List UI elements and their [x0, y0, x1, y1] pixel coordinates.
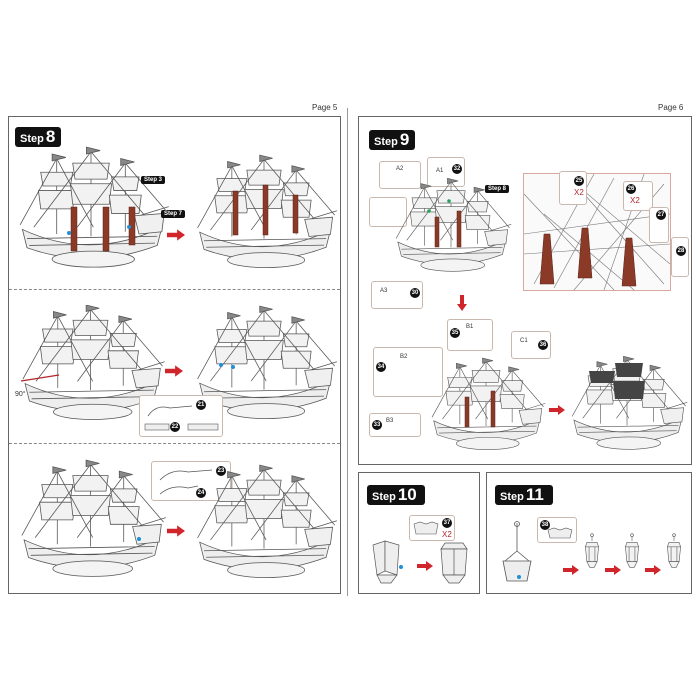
page-number-right: Page 6 — [658, 103, 684, 112]
ship-illustration-after — [197, 305, 338, 419]
lantern-top-icon — [547, 527, 573, 539]
ship-illustration-before — [395, 177, 512, 272]
part-number: 32 — [452, 164, 462, 174]
mast-part: 27 — [649, 207, 669, 243]
sail-code: A1 — [436, 168, 444, 174]
arrow-right-icon — [167, 229, 185, 241]
step-number: 9 — [399, 130, 410, 149]
step-word: Step — [500, 491, 524, 503]
ship-illustration-before — [19, 146, 170, 268]
ship-illustration-before — [20, 305, 166, 420]
step9-panel: Step 9 31 A2 A1 32 29 A3 30 Step 8 — [358, 116, 692, 465]
mast-part: 28 — [671, 237, 689, 277]
part-shape-icon — [144, 423, 219, 431]
sail-part-b1: 35 B1 — [447, 319, 493, 351]
sail-code: A2 — [396, 166, 404, 172]
ref-step7: Step 7 — [161, 210, 186, 218]
part-number: 23 — [216, 466, 226, 476]
sail-code: A3 — [380, 288, 388, 294]
part-number: 34 — [376, 362, 386, 372]
sail-part — [369, 197, 407, 227]
step11-panel: Step 11 38 — [486, 472, 692, 594]
parts-callout: 23 24 — [151, 461, 231, 501]
part-number: 37 — [442, 518, 452, 528]
part-number: 25 — [574, 176, 584, 186]
part-number: 35 — [450, 328, 460, 338]
arrow-right-icon — [645, 565, 661, 575]
part-number: 27 — [656, 210, 666, 220]
angle-label: 90° — [15, 391, 26, 398]
lantern-hook-illustration — [502, 521, 532, 582]
part-number: 24 — [196, 488, 206, 498]
step-word: Step — [372, 491, 396, 503]
arrow-right-icon — [165, 365, 183, 377]
part-number: 36 — [538, 340, 548, 350]
part-number: 22 — [170, 422, 180, 432]
ship-illustration-after — [571, 355, 688, 450]
ref-step8: Step 8 — [485, 185, 510, 193]
step-word: Step — [374, 136, 398, 148]
sail-part-a2: A2 — [379, 161, 421, 189]
step11-badge: Step 11 — [495, 485, 553, 505]
part-number: 26 — [626, 184, 636, 194]
part-number: 33 — [372, 420, 382, 430]
part-number: 38 — [540, 520, 550, 530]
lantern-unfolded-illustration — [372, 540, 403, 584]
step-number: 10 — [397, 485, 417, 504]
lantern-part-callout: 37 X2 — [409, 515, 455, 541]
lantern-illustration — [584, 533, 600, 568]
page-fold — [347, 108, 348, 596]
step-number: 11 — [525, 485, 544, 504]
sail-part-a3: A3 30 — [371, 281, 423, 309]
quantity-label: X2 — [574, 188, 584, 197]
ref-step3: Step 3 — [141, 176, 166, 184]
arrow-right-icon — [167, 525, 185, 537]
lantern-illustration — [440, 542, 468, 584]
sail-code: B1 — [466, 324, 474, 330]
step-word: Step — [20, 133, 44, 145]
lantern-part-icon — [413, 521, 439, 535]
arrow-right-icon — [605, 565, 621, 575]
ship-illustration-before — [431, 357, 546, 450]
step10-panel: Step 10 37 X2 — [358, 472, 480, 594]
sail-part-b3: 33 B3 — [369, 413, 421, 437]
mast-part: 25 X2 — [559, 171, 587, 205]
part-number: 21 — [196, 400, 206, 410]
section-divider — [9, 443, 340, 444]
sail-part-a1: A1 32 — [427, 157, 465, 187]
quantity-label: X2 — [442, 530, 452, 539]
part-shape-icon — [147, 405, 193, 417]
step10-badge: Step 10 — [367, 485, 425, 505]
quantity-label: X2 — [630, 196, 640, 205]
part-number: 28 — [676, 246, 686, 256]
lantern-illustration — [624, 533, 640, 568]
ship-illustration-before — [21, 459, 167, 577]
sail-part-c1: C1 36 — [511, 331, 551, 359]
part-shape-icon — [159, 469, 213, 495]
sail-code: B2 — [400, 354, 408, 360]
section-divider — [9, 289, 340, 290]
step9-badge: Step 9 — [369, 130, 415, 150]
page-number-left: Page 5 — [312, 103, 338, 112]
step-number: 8 — [45, 127, 56, 146]
ship-illustration-after — [197, 154, 338, 268]
arrow-right-icon — [563, 565, 579, 575]
part-number: 30 — [410, 288, 420, 298]
lantern-top-callout: 38 — [537, 517, 577, 543]
mast-part: 26 X2 — [623, 181, 653, 211]
lantern-illustration — [666, 533, 682, 568]
step8-panel: Step 8 Step 3 Step 7 90° 21 — [8, 116, 341, 594]
step8-badge: Step 8 — [15, 127, 61, 147]
parts-callout: 21 22 — [139, 395, 223, 437]
arrow-down-icon — [457, 295, 467, 311]
arrow-right-icon — [549, 405, 565, 415]
ship-illustration-after — [197, 464, 338, 578]
sail-code: B3 — [386, 418, 394, 424]
sail-part-b2: 34 B2 — [373, 347, 443, 397]
arrow-right-icon — [417, 561, 433, 571]
sail-code: C1 — [520, 338, 528, 344]
